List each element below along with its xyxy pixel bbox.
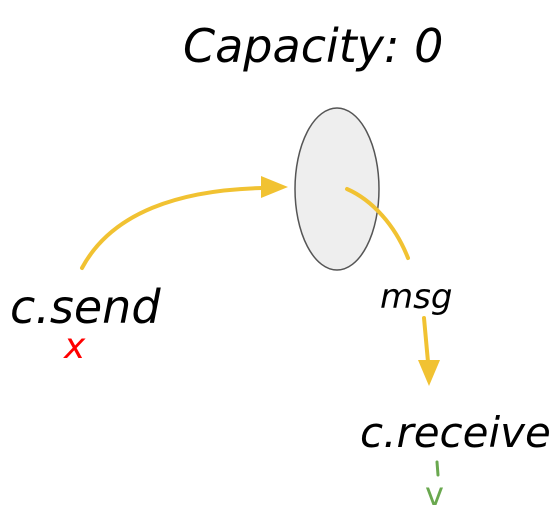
receiver-label: c.receive <box>360 408 549 457</box>
channel-ellipse <box>294 107 380 271</box>
msg-to-receive-arrow <box>422 316 430 364</box>
channel-to-msg-curve <box>345 187 410 260</box>
send-arrow <box>80 186 264 270</box>
receive-success-dash <box>435 460 440 477</box>
diagram-title: Capacity: 0 <box>183 19 443 73</box>
send-arrowhead <box>261 176 288 198</box>
send-fail-mark: x <box>63 326 86 367</box>
sender-label: c.send <box>10 280 161 334</box>
receive-success-mark: v <box>425 475 444 513</box>
receive-arrowhead <box>418 360 440 386</box>
message-label: msg <box>380 277 452 317</box>
